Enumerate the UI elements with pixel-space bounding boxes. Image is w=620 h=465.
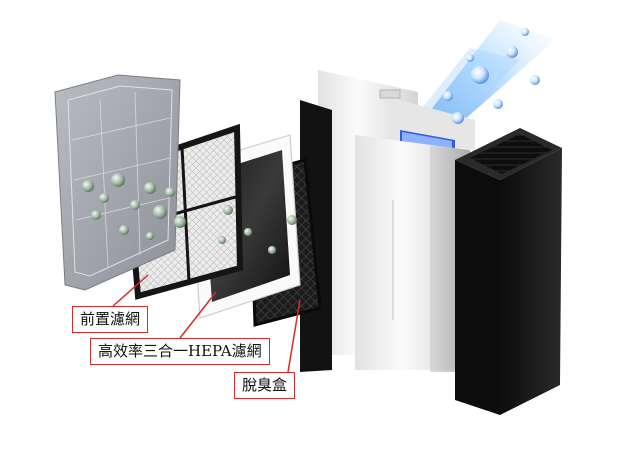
clean-air-bubbles [443,28,540,124]
leader-line-deodorizer [287,299,301,373]
rear-cover [455,128,562,415]
label-deodorizer: 脫臭盒 [234,372,296,399]
label-prefilter: 前置濾網 [72,306,149,333]
dust-particles [82,173,297,254]
leader-lines [112,274,301,373]
leader-line-hepa [179,291,217,339]
leader-line-prefilter [112,274,149,307]
label-hepa-filter: 高效率三合一HEPA濾網 [90,338,270,365]
purifier-body [300,70,475,372]
